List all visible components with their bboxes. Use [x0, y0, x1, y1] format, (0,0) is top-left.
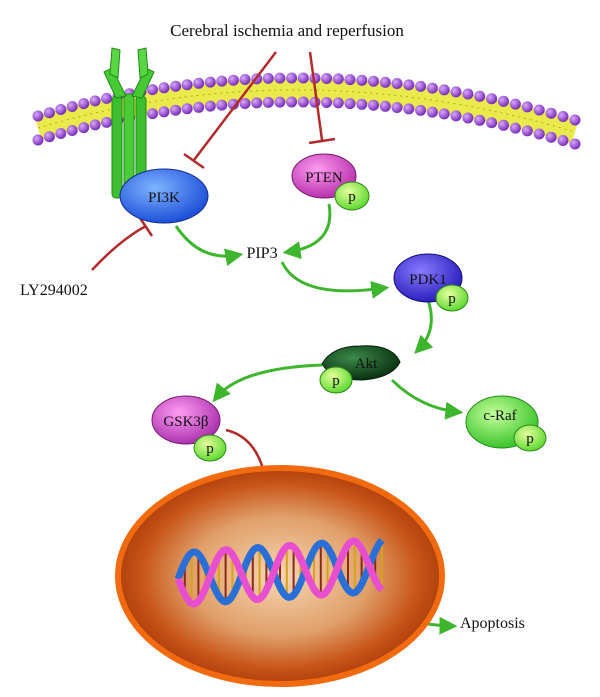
phospho-badge [319, 366, 353, 394]
gsk3b-node: GSK3β p [151, 395, 227, 462]
phospho-label: p [526, 431, 534, 447]
phospho-badge [435, 284, 469, 312]
akt-label: Akt [355, 356, 378, 372]
craf-node: c-Raf p [465, 395, 547, 452]
phospho-label: p [206, 441, 214, 457]
phospho-badge [513, 424, 547, 452]
inhibition-lines [91, 51, 336, 514]
pten-label: PTEN [305, 170, 343, 186]
phospho-label: p [448, 291, 456, 307]
gsk3b-label: GSK3β [163, 414, 208, 430]
inhibitor-label: LY294002 [20, 282, 88, 299]
phospho-label: p [348, 189, 356, 205]
cell-membrane [32, 72, 581, 150]
akt-node: Akt p [319, 345, 401, 394]
top-label: Cerebral ischemia and reperfusion [170, 21, 404, 40]
pip3-label: PIP3 [246, 245, 277, 262]
pi3k-node: PI3K [119, 168, 209, 224]
phospho-badge [334, 181, 370, 211]
pdk1-node: PDK1 p [393, 253, 469, 312]
craf-label: c-Raf [483, 408, 516, 424]
phospho-label: p [332, 373, 340, 389]
pten-node: PTEN p [291, 153, 370, 211]
phospho-badge [193, 434, 227, 462]
pi3k-label: PI3K [148, 190, 180, 206]
dna-icon [174, 537, 385, 608]
apoptosis-label: Apoptosis [460, 615, 525, 632]
pdk1-label: PDK1 [409, 272, 447, 288]
